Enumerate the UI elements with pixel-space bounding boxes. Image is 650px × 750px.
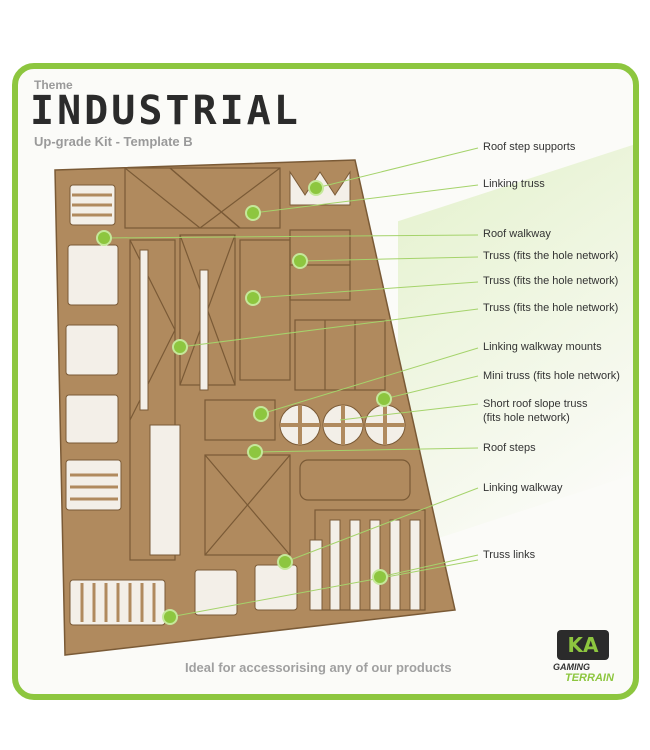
label-short-roof-slope-truss-note: (fits hole network)	[483, 412, 570, 424]
marker-roof-step-supports	[308, 180, 324, 196]
label-truss-2: Truss (fits the hole network)	[483, 275, 619, 287]
brand-logo: KA GAMING TERRAIN	[553, 630, 623, 690]
label-truss-1: Truss (fits the hole network)	[483, 250, 619, 262]
label-roof-walkway: Roof walkway	[483, 228, 551, 240]
page-subtitle: Up-grade Kit - Template B	[34, 134, 193, 149]
label-roof-steps: Roof steps	[483, 442, 536, 454]
marker-linking-truss	[245, 205, 261, 221]
label-truss-links: Truss links	[483, 549, 536, 561]
marker-truss-2	[245, 290, 261, 306]
marker-linking-walkway-mounts	[253, 406, 269, 422]
marker-truss-3	[172, 339, 188, 355]
label-mini-truss: Mini truss (fits hole network)	[483, 370, 620, 382]
marker-mini-truss	[376, 391, 392, 407]
marker-truss-links	[162, 609, 178, 625]
marker-linking-walkway	[372, 569, 388, 585]
label-roof-step-supports: Roof step supports	[483, 141, 576, 153]
label-linking-truss: Linking truss	[483, 178, 545, 190]
logo-mark: KA	[557, 630, 609, 660]
label-linking-walkway-mounts: Linking walkway mounts	[483, 341, 602, 353]
marker-roof-walkway	[96, 230, 112, 246]
footer-tagline: Ideal for accessorising any of our produ…	[185, 660, 452, 675]
logo-line1: GAMING	[553, 662, 590, 672]
marker-roof-steps	[277, 554, 293, 570]
page-title: INDUSTRIAL	[30, 88, 301, 134]
label-short-roof-slope-truss: Short roof slope truss	[483, 398, 588, 410]
marker-short-roof-slope-truss	[247, 444, 263, 460]
logo-line2: TERRAIN	[565, 672, 614, 684]
label-truss-3: Truss (fits the hole network)	[483, 302, 619, 314]
theme-label: Theme	[34, 78, 73, 92]
marker-truss-1	[292, 253, 308, 269]
label-linking-walkway: Linking walkway	[483, 482, 563, 494]
